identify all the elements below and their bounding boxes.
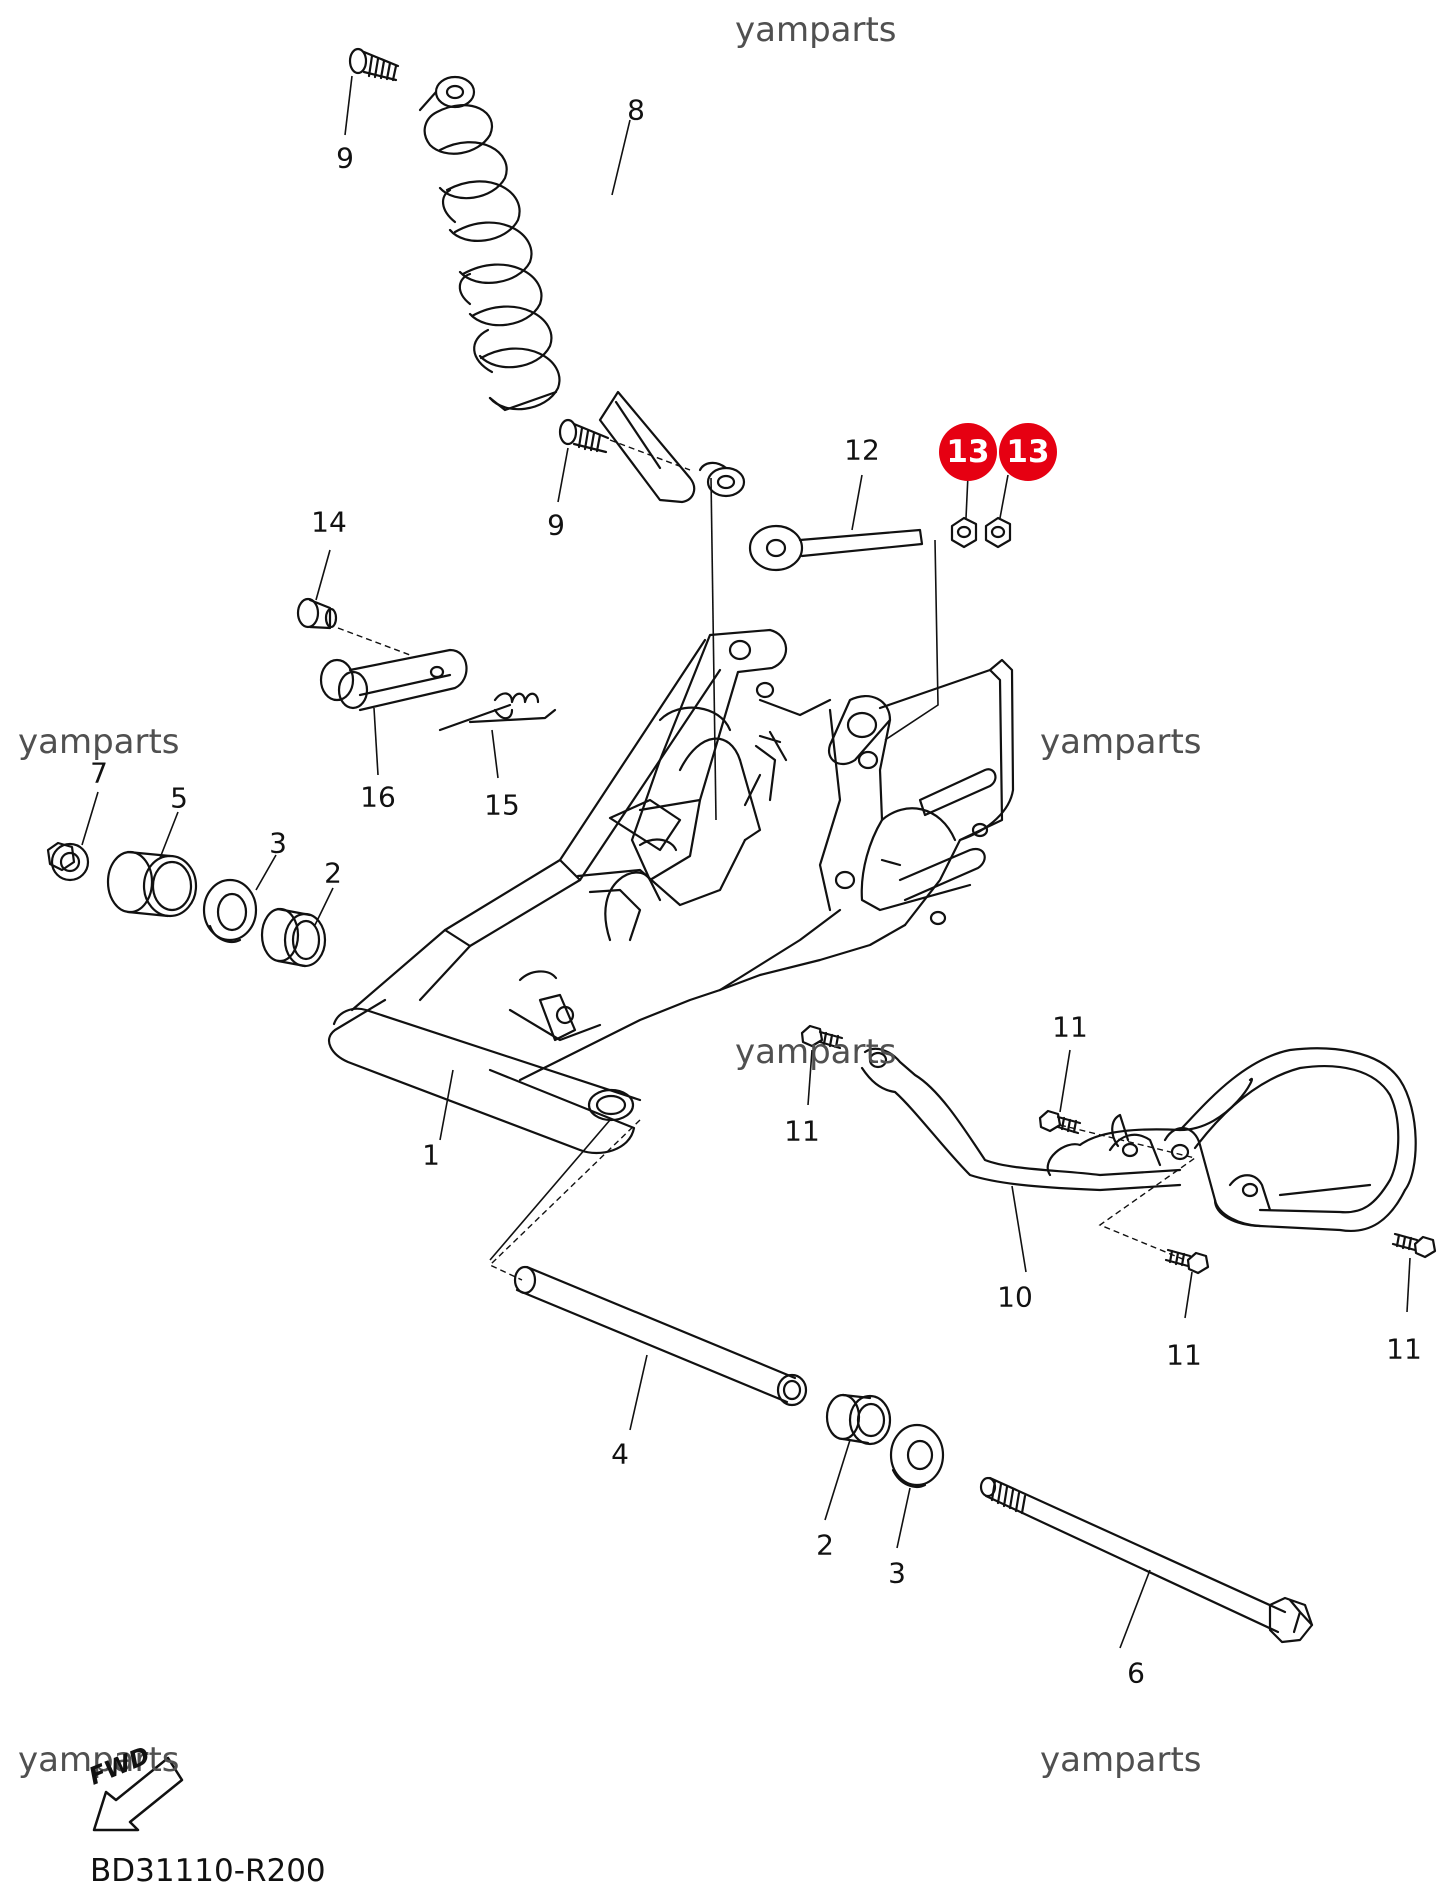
callout-label-3[interactable]: 3 [888,1556,906,1590]
bolt-part-9-lower[interactable] [558,418,610,454]
callout-label-11[interactable]: 11 [1166,1338,1202,1372]
callout-label-15[interactable]: 15 [484,788,520,822]
callout-label-12[interactable]: 12 [844,433,880,467]
fwd-arrow-icon [92,1756,184,1832]
diagram-code: BD31110-R200 [90,1853,326,1889]
callout-label-16[interactable]: 16 [360,780,396,814]
callout-label-9[interactable]: 9 [336,141,354,175]
rod-part-12[interactable] [748,524,924,572]
callout-label-2[interactable]: 2 [816,1528,834,1562]
callout-label-2[interactable]: 2 [324,856,342,890]
nut-part-13-a[interactable] [950,516,978,549]
shock-spring-coils [423,104,561,412]
watermark: yamparts [735,10,897,50]
callout-label-9[interactable]: 9 [547,508,565,542]
callout-label-10[interactable]: 10 [997,1280,1033,1314]
callout-label-6[interactable]: 6 [1127,1656,1145,1690]
collar-part-14[interactable] [296,597,338,630]
highlighted-callout-13[interactable]: 13 [939,423,997,481]
watermark: yamparts [18,1740,180,1780]
bushing-part-2-left[interactable] [260,907,327,968]
bolt-part-11-b[interactable] [1038,1109,1082,1135]
spring-part-15[interactable] [438,692,557,732]
callout-label-7[interactable]: 7 [90,756,108,790]
bolt-part-11-a[interactable] [800,1024,844,1050]
highlighted-callout-13[interactable]: 13 [999,423,1057,481]
nut-part-13-b[interactable] [984,516,1012,549]
watermark: yamparts [1040,722,1202,762]
assembly-lines [337,439,1197,1281]
bolt-part-11-d[interactable] [1391,1232,1437,1259]
grab-bar-part-10[interactable] [860,1047,1417,1233]
washer-part-3-right[interactable] [889,1423,945,1488]
callout-label-11[interactable]: 11 [784,1114,820,1148]
bushing-part-2-right[interactable] [825,1393,892,1446]
watermark: yamparts [735,1032,897,1072]
callout-label-11[interactable]: 11 [1386,1332,1422,1366]
shaft-part-4[interactable] [513,1265,808,1407]
callout-label-11[interactable]: 11 [1052,1010,1088,1044]
bolt-part-11-c[interactable] [1164,1248,1210,1275]
pivot-bolt-part-6[interactable] [979,1476,1314,1644]
link-part-16[interactable] [319,648,468,712]
callout-label-5[interactable]: 5 [170,781,188,815]
callout-label-4[interactable]: 4 [611,1437,629,1471]
callout-label-3[interactable]: 3 [269,826,287,860]
callout-label-14[interactable]: 14 [311,505,347,539]
callout-label-1[interactable]: 1 [422,1138,440,1172]
leader-lines [81,75,1411,1649]
shock-absorber-part-8[interactable] [418,75,746,504]
washer-part-3-left[interactable] [202,878,258,943]
swingarm-part-1[interactable] [328,628,1015,1155]
watermark: yamparts [18,722,180,762]
watermark: yamparts [1040,1740,1202,1780]
callout-label-8[interactable]: 8 [627,93,645,127]
bushing-part-5[interactable] [106,850,198,918]
bolt-part-7[interactable] [46,841,90,882]
bolt-part-9-upper[interactable] [348,47,400,82]
